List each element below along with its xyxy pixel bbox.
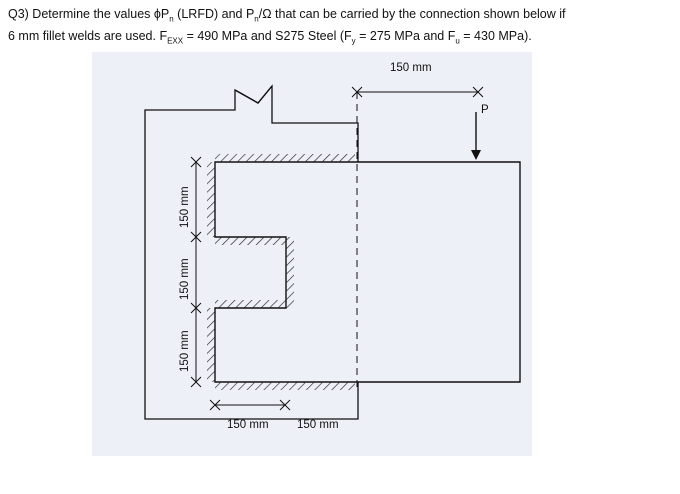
weld-bottom — [215, 382, 355, 390]
top-dimension-line — [351, 86, 484, 98]
load-arrow — [471, 112, 481, 160]
attached-plate — [214, 161, 521, 383]
weld-slot-top — [215, 237, 286, 245]
subscript: n — [169, 14, 174, 24]
question-part: = 490 MPa and S275 Steel (F — [183, 28, 352, 43]
subscript: u — [455, 36, 460, 45]
question-part: = 430 MPa). — [459, 28, 532, 43]
vertical-dimension-middle-label: 150 mm — [179, 258, 191, 300]
vertical-dimension-top-label: 150 mm — [179, 186, 191, 228]
top-dimension-label: 150 mm — [390, 62, 432, 74]
weld-top — [215, 154, 355, 162]
weld-left-bottom — [207, 308, 215, 382]
question-part: (LRFD) and P — [173, 7, 255, 21]
bottom-dimension-line — [209, 399, 291, 411]
question-text: Q3) Determine the values ϕPn (LRFD) and … — [8, 6, 672, 49]
subscript: EXX — [167, 36, 184, 45]
question-part: Q3) Determine the values ϕP — [8, 7, 170, 21]
weld-left-top — [207, 162, 215, 237]
subscript: y — [351, 36, 356, 45]
weld-slot-bottom — [215, 300, 286, 308]
bottom-dimension-left-label: 150 mm — [227, 419, 269, 431]
weld-slot-right — [286, 237, 294, 308]
vertical-dimension-bottom-label: 150 mm — [179, 330, 191, 372]
load-label: P — [481, 104, 489, 116]
question-part: 6 mm fillet welds are used. F — [8, 28, 168, 43]
question-part: = 275 MPa and F — [355, 28, 456, 43]
bottom-dimension-right-label: 150 mm — [297, 419, 339, 431]
support-member-outline — [144, 84, 359, 420]
vertical-dimension-line — [190, 156, 202, 388]
fillet-welds — [207, 154, 355, 390]
break-line — [234, 85, 273, 104]
subscript: n — [254, 14, 259, 24]
question-part: /Ω that can be carried by the connection… — [258, 7, 566, 21]
